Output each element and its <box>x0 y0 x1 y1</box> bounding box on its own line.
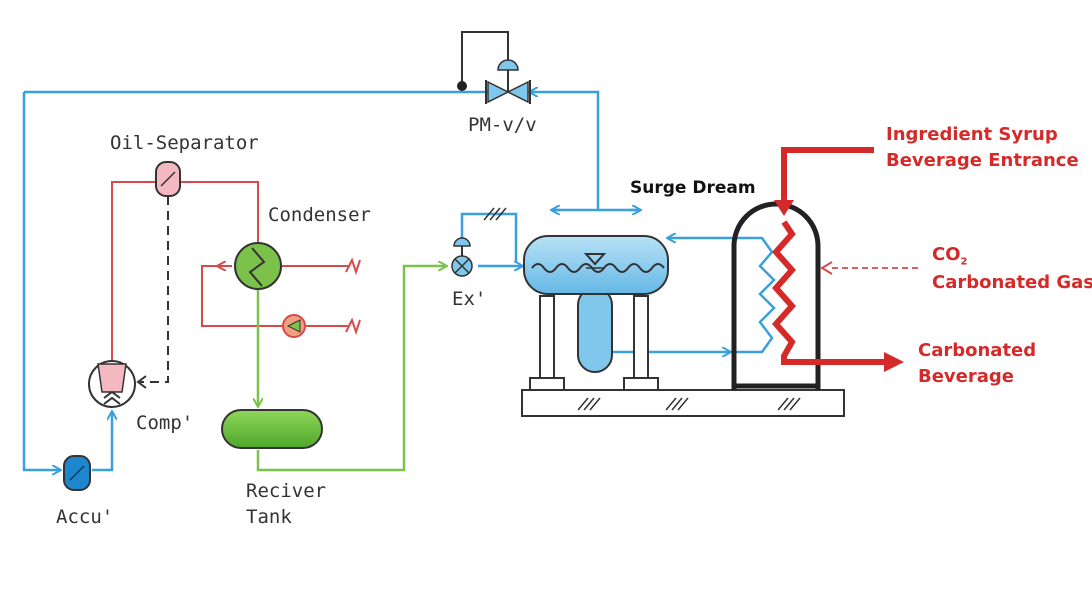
condenser-icon <box>234 242 282 290</box>
oil-return-line <box>140 196 169 383</box>
accumulator-label: Accu' <box>56 506 114 528</box>
green-liquid-line <box>258 266 446 472</box>
accumulator-icon <box>63 455 91 491</box>
oil-separator-icon <box>155 161 181 197</box>
compressor-label: Comp' <box>136 412 194 434</box>
oil-separator-label: Oil-Separator <box>110 132 259 154</box>
expansion-valve-icon <box>451 207 507 277</box>
co2-main-text: CO <box>932 244 961 265</box>
syrup-entrance-label-line2: Beverage Entrance <box>886 150 1079 171</box>
beverage-outlet-arrow <box>884 352 904 372</box>
receiver-label-line1: Reciver <box>246 480 327 502</box>
pipe-break-marks <box>345 257 361 336</box>
pm-valve-icon <box>457 31 531 104</box>
output-label-line1: Carbonated <box>918 340 1037 361</box>
co2-formula-label: CO2 <box>932 242 967 275</box>
receiver-label-line2: Tank <box>246 506 292 528</box>
carbonator-vessel-icon <box>731 201 821 390</box>
output-label-line2: Beverage <box>918 366 1014 387</box>
compressor-icon <box>88 360 136 408</box>
syrup-entrance-label-line1: Ingredient Syrup <box>886 124 1058 145</box>
co2-inlet-line <box>820 261 918 275</box>
co2-subscript: 2 <box>960 256 968 268</box>
red-discharge-line <box>111 181 348 362</box>
surge-drum-icon <box>523 235 669 373</box>
pm-valve-label: PM-v/v <box>468 114 537 136</box>
condenser-label: Condenser <box>268 204 371 226</box>
syrup-inlet-arrow <box>774 200 794 216</box>
expansion-valve-label: Ex' <box>452 288 487 310</box>
pump-icon <box>282 314 306 338</box>
surge-drum-label: Surge Dream <box>630 178 756 198</box>
surge-drum-legs <box>529 295 659 391</box>
base-platform <box>521 389 845 417</box>
syrup-beverage-line <box>771 147 886 365</box>
oil-return-arrow <box>136 375 147 389</box>
receiver-tank-icon <box>221 409 323 449</box>
carbonated-gas-label: Carbonated Gas <box>932 272 1092 293</box>
